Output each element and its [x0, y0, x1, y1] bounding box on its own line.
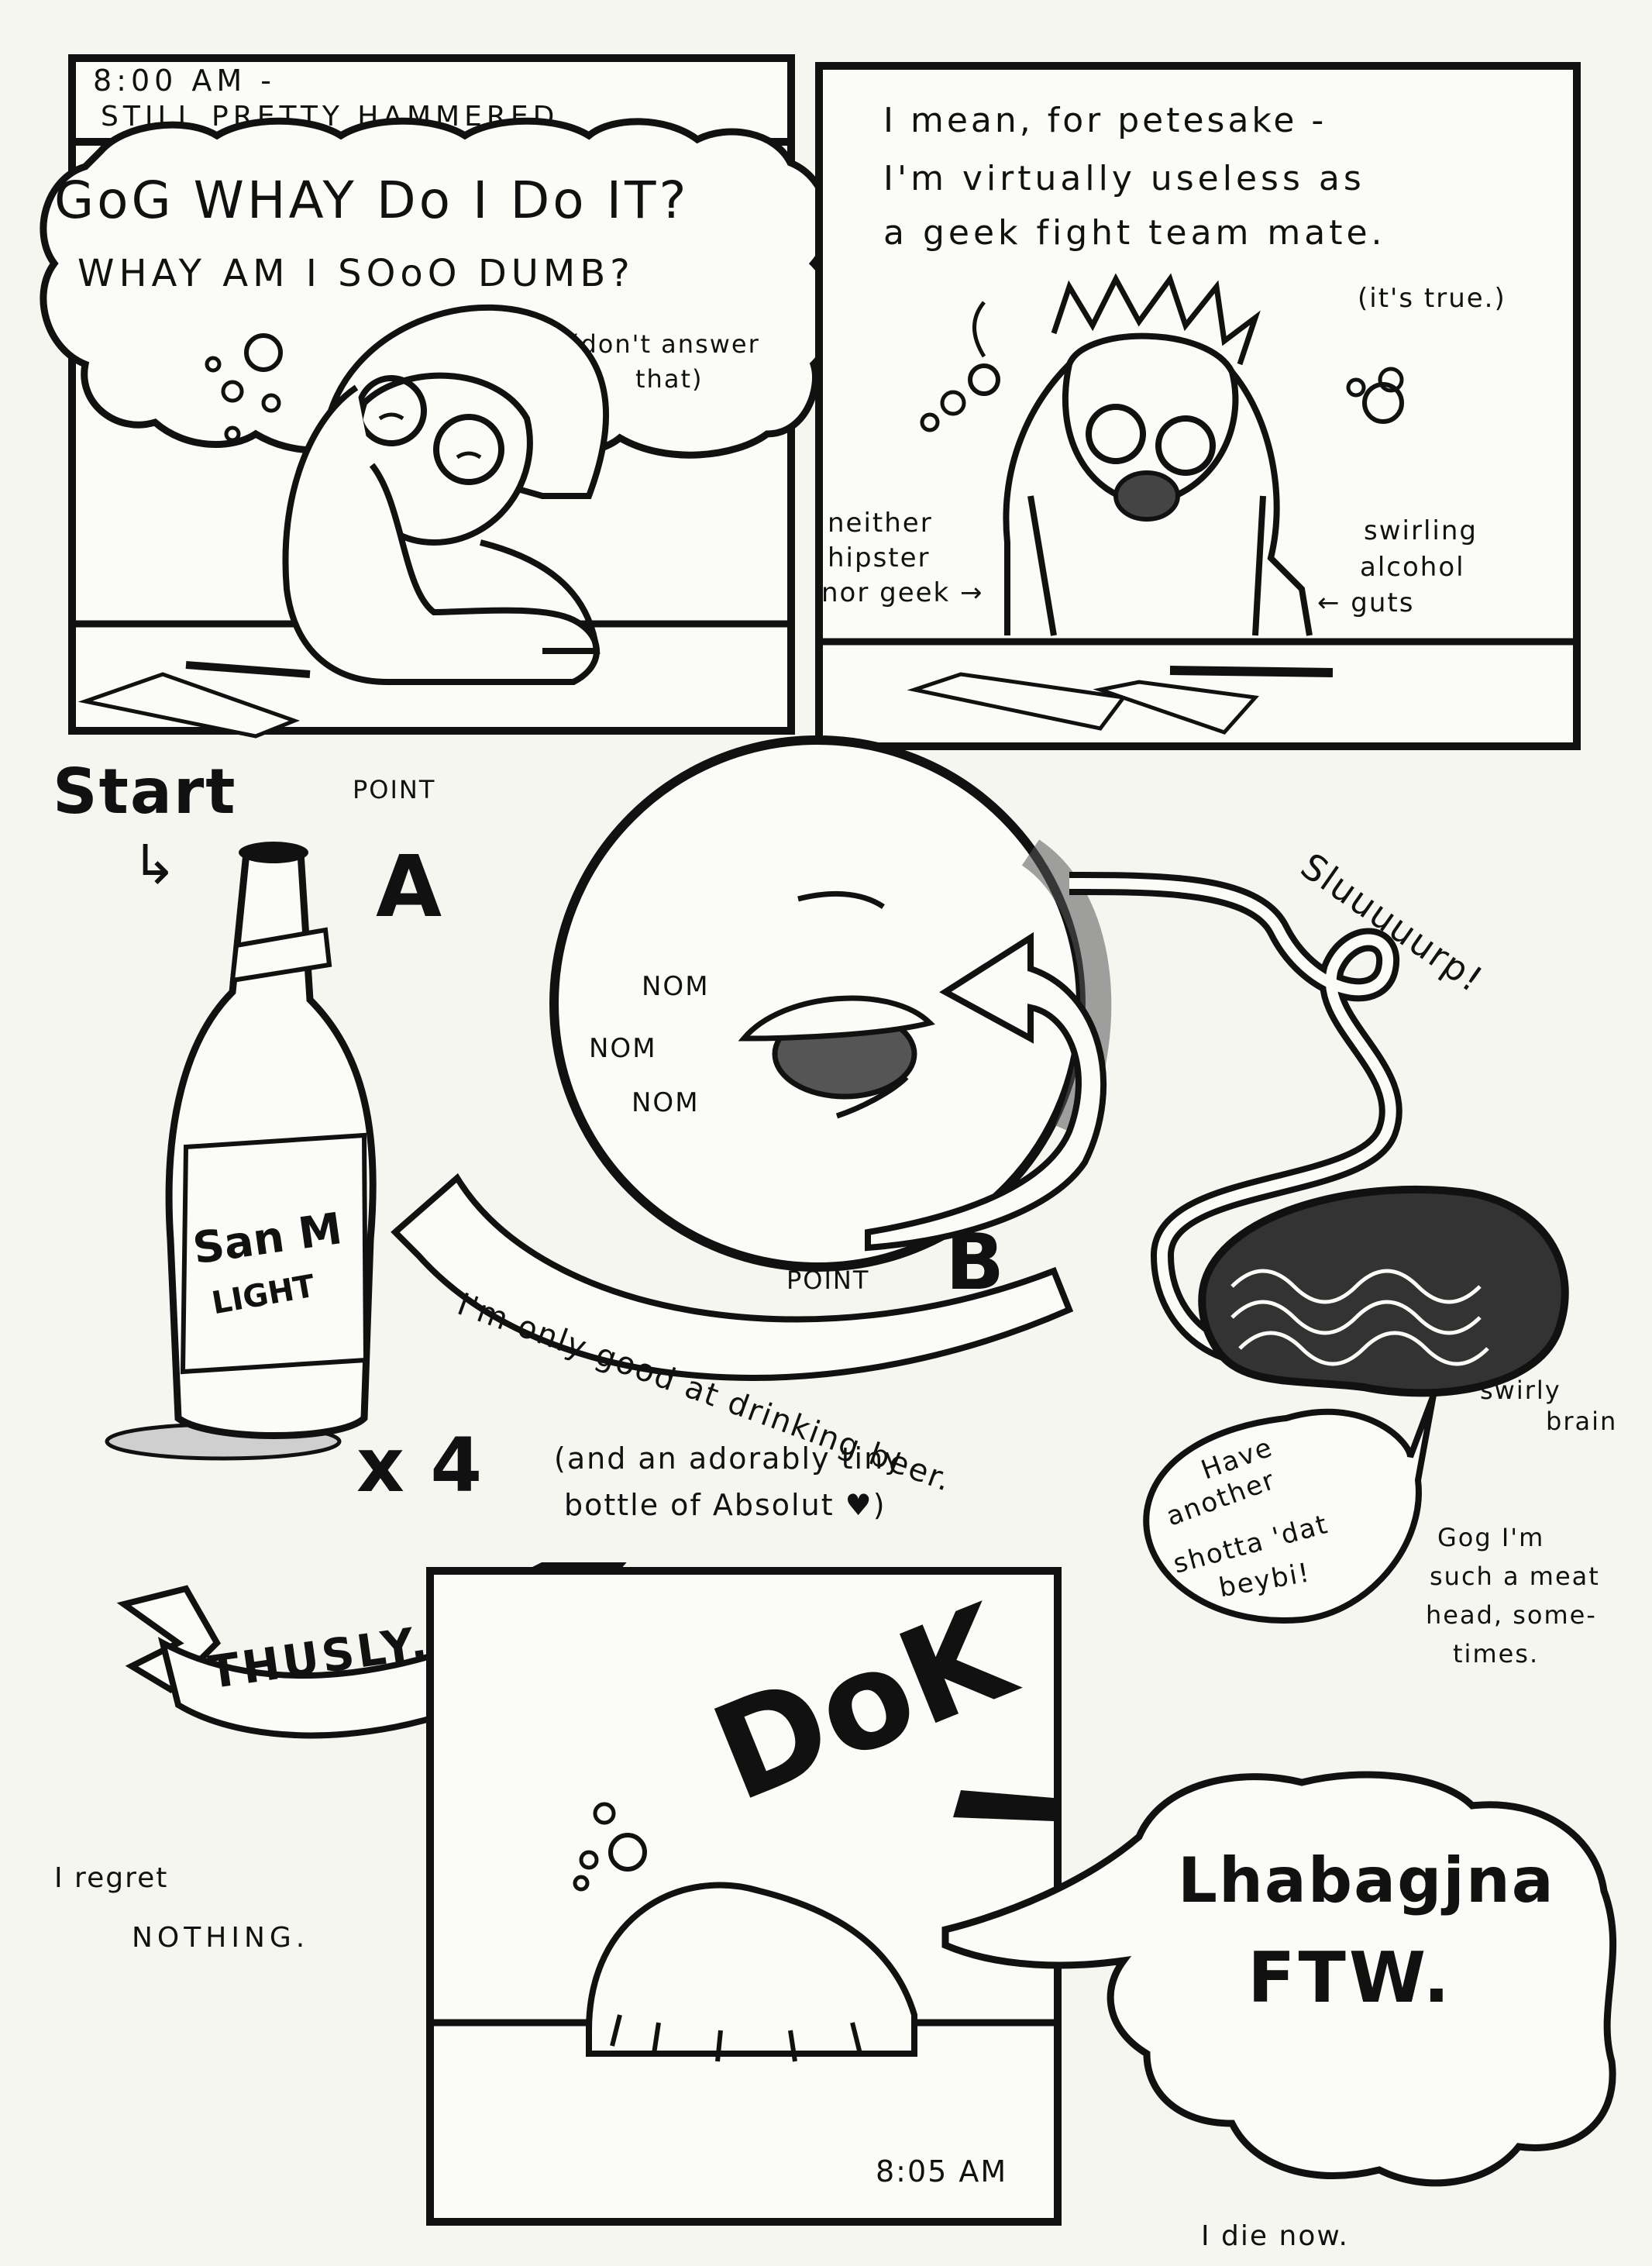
start-arrow: ↳	[132, 833, 177, 897]
panel-2-label-left-3: nor geek →	[821, 577, 984, 608]
meathead-3: head, some-	[1426, 1600, 1597, 1630]
panel-3-time: 8:05 AM	[876, 2154, 1008, 2189]
panel-2-line-1: I mean, for petesake -	[883, 101, 1327, 140]
start-label: Start	[53, 756, 237, 828]
panel-1-bubble-line-2: WHAY AM I SOoO DUMB?	[77, 252, 635, 295]
panel-2-label-right-3: ← guts	[1317, 587, 1415, 618]
panel-1-bubble-line-1: GoG WHAY Do I Do IT?	[54, 170, 690, 230]
meathead-2: such a meat	[1430, 1562, 1600, 1591]
panel-1-caption-time: 8:00 AM -	[93, 64, 276, 98]
nom-2: NOM	[589, 1033, 657, 1064]
times-four: x 4	[356, 1422, 483, 1509]
panel-2-label-left-2: hipster	[828, 542, 931, 573]
regret-line-1: I regret	[54, 1862, 169, 1894]
panel-2-aside: (it's true.)	[1358, 283, 1506, 314]
panel-2-label-left-1: neither	[828, 508, 933, 539]
absolut-line-1: (and an adorably tiny	[554, 1441, 903, 1476]
ftw-line-2: FTW.	[1248, 1937, 1453, 2019]
nom-1: NOM	[642, 971, 710, 1002]
point-a-letter: A	[376, 837, 442, 936]
panel-2-line-2: I'm virtually useless as	[883, 159, 1365, 198]
die-now: I die now.	[1201, 2220, 1349, 2252]
nom-3: NOM	[632, 1087, 700, 1118]
absolut-line-2: bottle of Absolut ♥)	[564, 1488, 886, 1522]
point-b-small: POINT	[786, 1266, 870, 1295]
panel-1-aside-line-1: (don't answer	[570, 329, 760, 359]
meathead-4: times.	[1453, 1639, 1540, 1669]
point-a-small: POINT	[353, 775, 436, 804]
panel-2-line-3: a geek fight team mate.	[883, 213, 1386, 253]
panel-2-label-right-1: swirling	[1364, 515, 1478, 546]
ftw-line-1: Lhabagjna	[1178, 1844, 1555, 1916]
brain-label-1: swirly	[1480, 1376, 1561, 1405]
meathead-1: Gog I'm	[1437, 1523, 1545, 1552]
brain-label-2: brain	[1546, 1407, 1618, 1436]
panel-1-aside-line-2: that)	[635, 364, 704, 394]
panel-2-label-right-2: alcohol	[1360, 552, 1465, 583]
regret-line-2: NOTHING.	[132, 1922, 310, 1954]
